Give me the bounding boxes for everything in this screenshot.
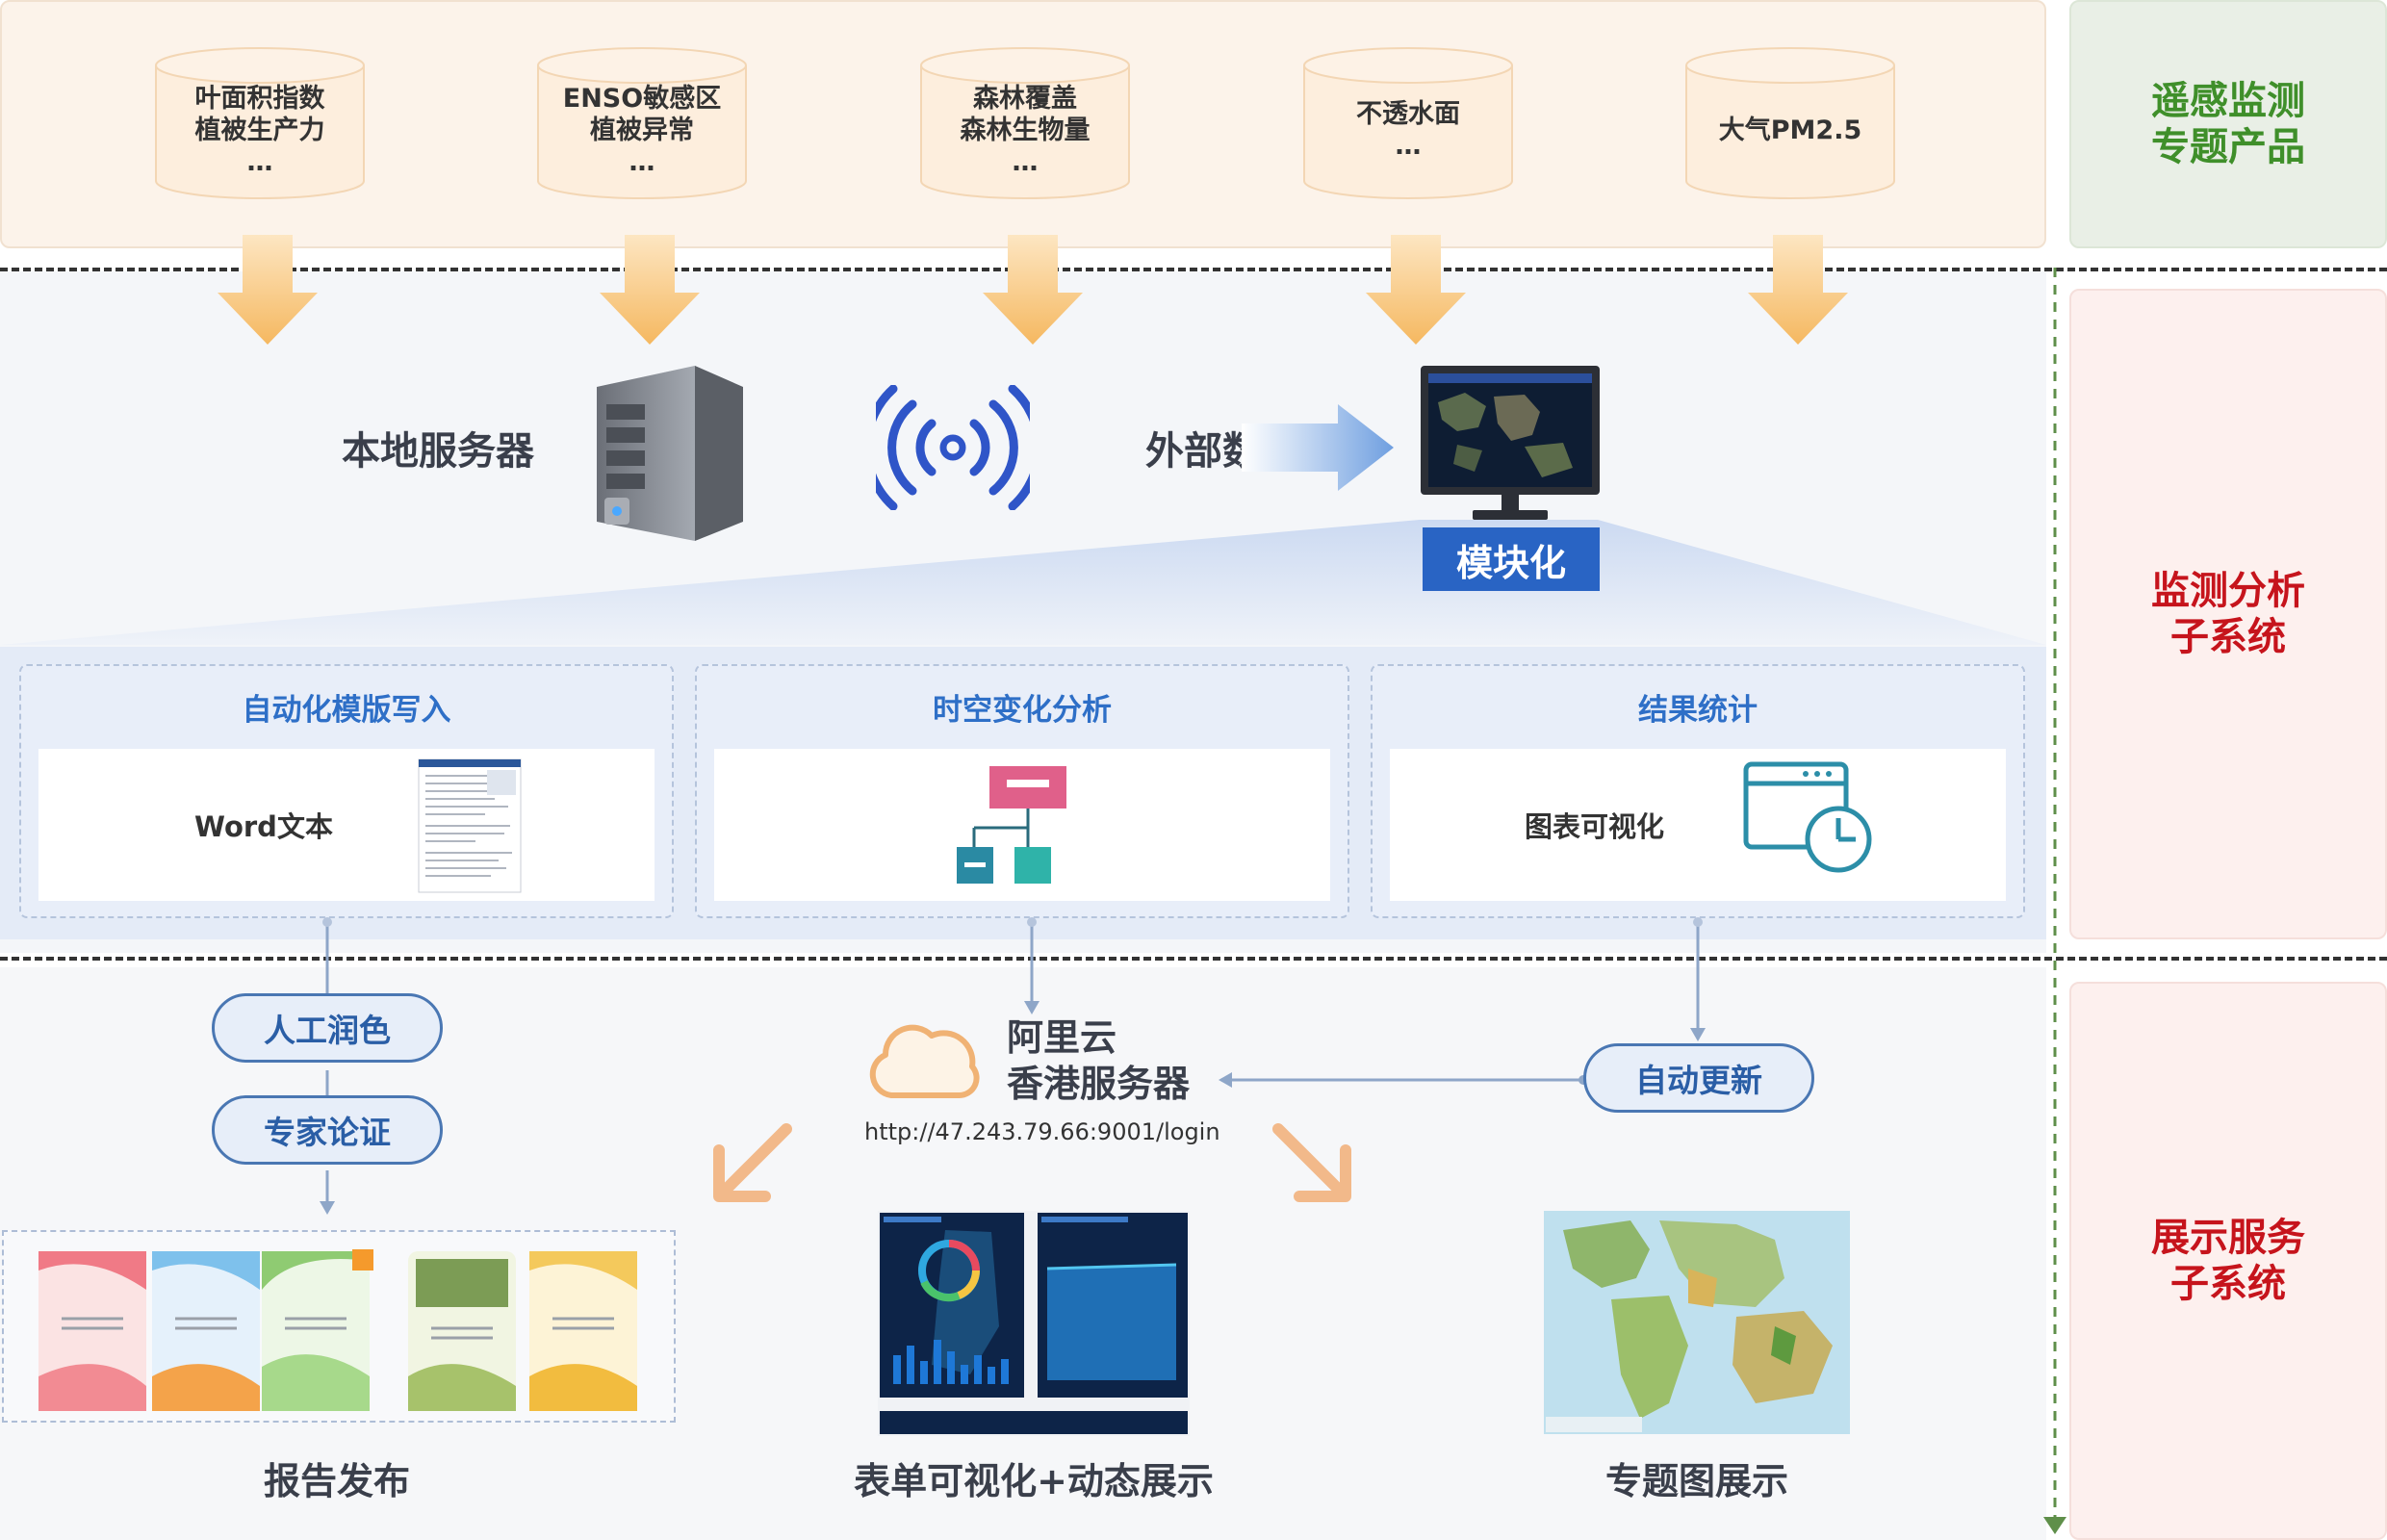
arrow-down-left (713, 1123, 792, 1202)
subsystem-title: 时空变化分析 (933, 693, 1112, 728)
down-arrow (600, 235, 700, 345)
thematic-map (1544, 1211, 1850, 1434)
cloud-server-url: http://47.243.79.66:9001/login (864, 1118, 1220, 1145)
monitor-icon (1421, 366, 1600, 520)
report-caption: 报告发布 (263, 1460, 410, 1502)
product-cylinder: 大气PM2.5 (1684, 46, 1896, 200)
word-document-icon (418, 758, 522, 893)
local-server-label: 本地服务器 (342, 429, 534, 474)
arrow-down-right (1272, 1123, 1351, 1202)
cloud-server-title: 阿里云 香港服务器 (1007, 1016, 1191, 1105)
wireless-icon (876, 385, 1030, 510)
report-cover (262, 1249, 373, 1411)
down-arrow (1366, 235, 1466, 345)
subsystem-title: 结果统计 (1638, 693, 1758, 728)
modular-fan (0, 520, 2046, 645)
report-cover-images (38, 1249, 637, 1411)
expert-review-step: 专家论证 (212, 1095, 443, 1165)
word-text-label: Word文本 (194, 810, 333, 843)
subsystem-spatiotemporal: 时空变化分析 (695, 664, 1349, 918)
product-cylinder: 不透水面… (1302, 46, 1514, 200)
dashboard-screenshot (878, 1211, 1190, 1436)
hierarchy-icon (957, 766, 1066, 884)
manual-polish-step: 人工润色 (212, 993, 443, 1063)
auto-update-step: 自动更新 (1583, 1043, 1814, 1113)
form-caption: 表单可视化+动态展示 (854, 1460, 1214, 1502)
side-label-analysis: 监测分析子系统 (2069, 289, 2387, 939)
modular-badge: 模块化 (1423, 527, 1600, 591)
product-down-arrows (218, 235, 1848, 345)
report-cover (529, 1251, 637, 1411)
subsystem-content (714, 749, 1330, 901)
chart-visualization-label: 图表可视化 (1525, 810, 1665, 843)
product-cylinder: 叶面积指数植被生产力… (154, 46, 366, 200)
server-icon (597, 366, 743, 541)
cloud-icon (869, 1024, 980, 1098)
report-covers (2, 1230, 676, 1423)
map-caption: 专题图展示 (1604, 1460, 1788, 1502)
product-cylinder: ENSO敏感区植被异常… (536, 46, 748, 200)
down-arrow (1748, 235, 1848, 345)
side-label-remote-sensing: 遥感监测专题产品 (2069, 0, 2387, 248)
down-arrow (983, 235, 1083, 345)
separator-bottom (0, 957, 2387, 961)
down-arrow (218, 235, 318, 345)
chart-window-icon (1743, 761, 1872, 873)
subsystem-content: 图表可视化 (1390, 749, 2006, 901)
subsystem-content: Word文本 (38, 749, 654, 901)
report-cover (152, 1251, 260, 1411)
subsystem-statistics: 结果统计 图表可视化 (1371, 664, 2025, 918)
report-cover (408, 1251, 516, 1411)
side-label-display: 展示服务子系统 (2069, 982, 2387, 1540)
flow-arrow-vertical (2043, 268, 2066, 1534)
subsystem-template: 自动化模版写入 Word文本 (19, 664, 674, 918)
subsystem-title: 自动化模版写入 (242, 693, 451, 728)
product-cylinder: 森林覆盖森林生物量… (919, 46, 1131, 200)
report-cover (38, 1251, 146, 1411)
external-data-arrow (1242, 404, 1394, 491)
separator-top (0, 268, 2387, 271)
